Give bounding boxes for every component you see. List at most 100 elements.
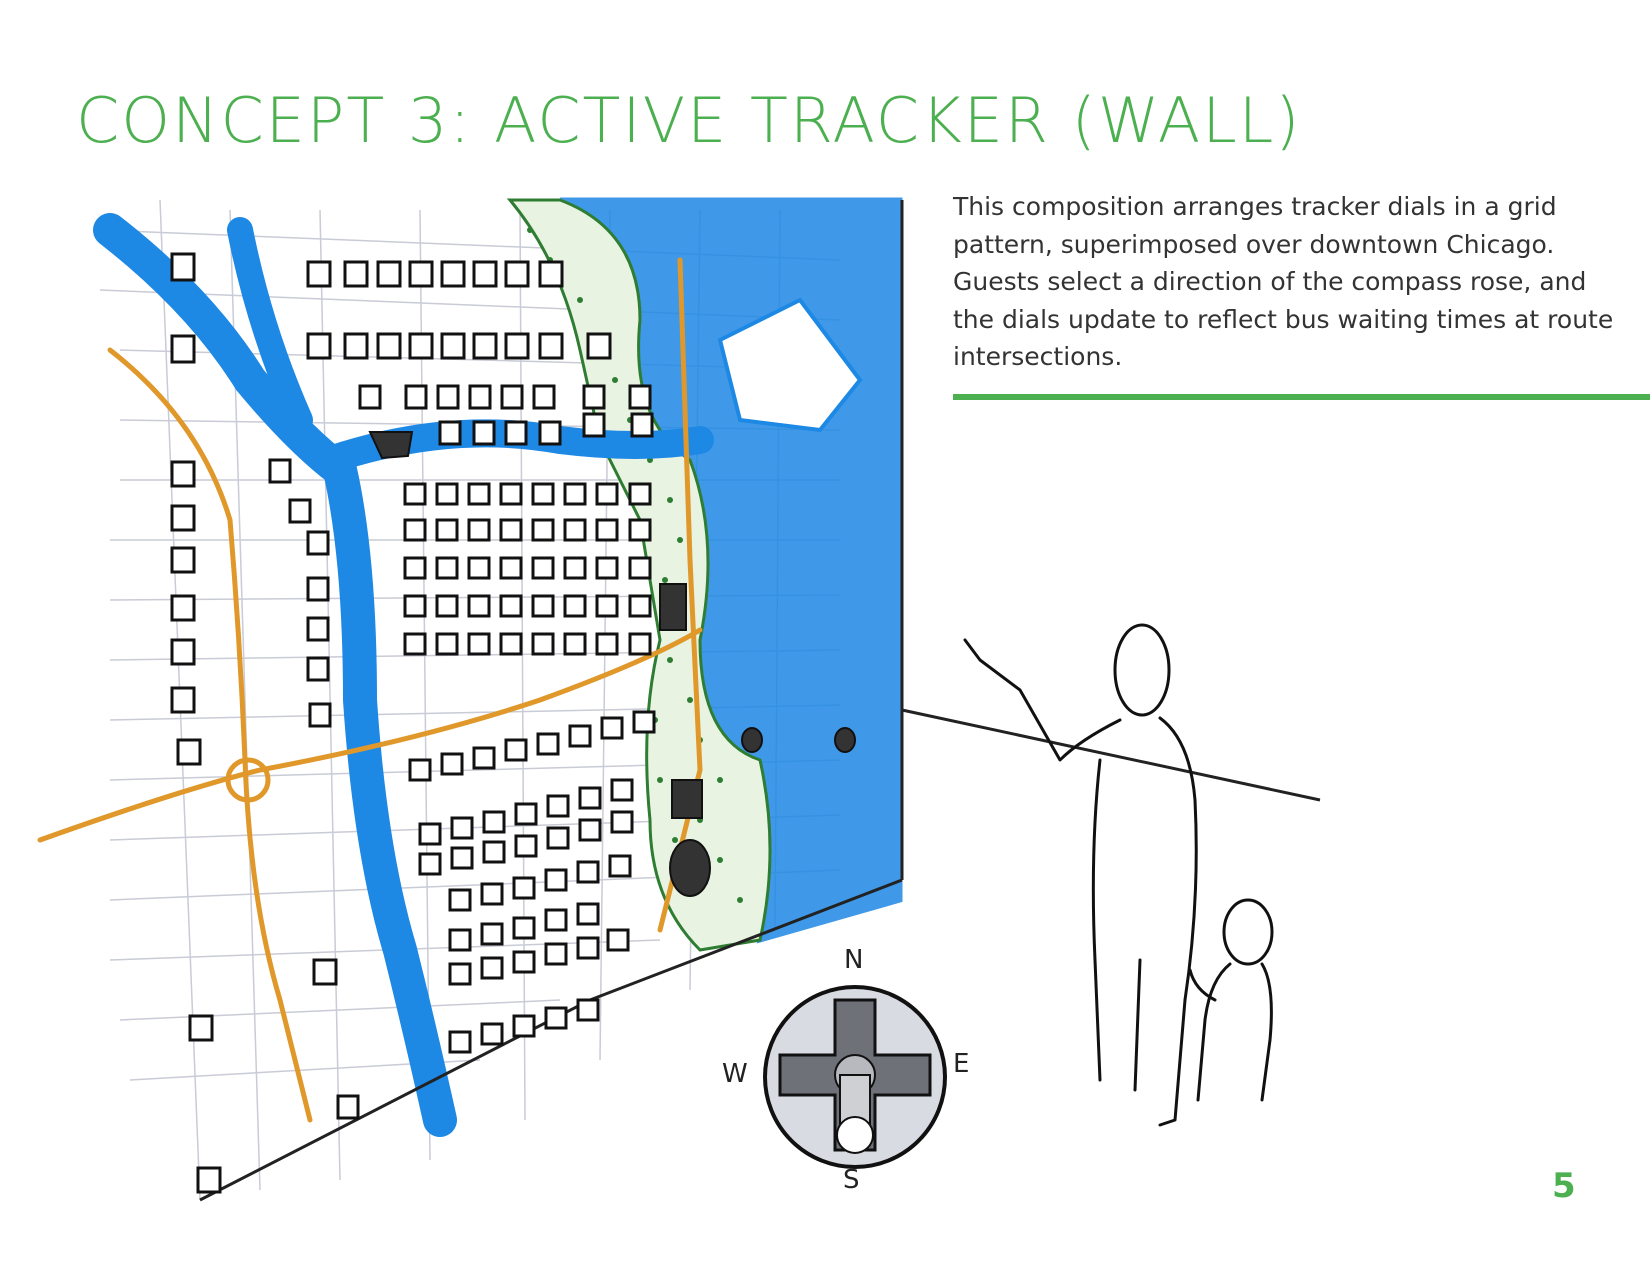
tracker-dial xyxy=(170,504,196,532)
tracker-dial xyxy=(306,656,330,682)
tracker-dial xyxy=(450,816,474,840)
tracker-dial xyxy=(403,482,427,506)
tracker-dial xyxy=(403,594,427,618)
tracker-dial xyxy=(504,420,528,446)
tracker-dial xyxy=(563,594,587,618)
tracker-dial xyxy=(467,482,491,506)
tracker-dial xyxy=(480,956,504,980)
tracker-dial xyxy=(312,958,338,986)
tracker-dial xyxy=(595,556,619,580)
concept-description: This composition arranges tracker dials … xyxy=(953,192,1614,371)
tracker-dial xyxy=(628,556,652,580)
tracker-dial xyxy=(606,928,630,952)
tracker-dial xyxy=(408,332,434,360)
tracker-dial xyxy=(628,384,652,410)
tracker-dial xyxy=(568,724,592,748)
tracker-dial xyxy=(544,908,568,932)
tracker-dial xyxy=(306,576,330,602)
tracker-dial xyxy=(595,482,619,506)
tracker-dial xyxy=(403,632,427,656)
tracker-dial xyxy=(404,384,428,410)
tracker-dial xyxy=(343,260,369,288)
tracker-dial xyxy=(630,412,654,438)
tracker-dial xyxy=(538,420,562,446)
tracker-dial xyxy=(531,594,555,618)
tracker-dial xyxy=(512,876,536,900)
page-title: CONCEPT 3: ACTIVE TRACKER (WALL) xyxy=(76,84,1302,157)
tracker-dial xyxy=(544,868,568,892)
tracker-dial xyxy=(306,616,330,642)
tracker-dial xyxy=(628,594,652,618)
tracker-dial xyxy=(268,458,292,484)
tracker-dial xyxy=(576,998,600,1022)
tracker-dial xyxy=(582,384,606,410)
tracker-dial xyxy=(532,384,556,410)
tracker-dials xyxy=(170,252,656,1194)
compass-south-label: S xyxy=(843,1165,860,1195)
tracker-dial xyxy=(504,332,530,360)
tracker-dial xyxy=(418,822,442,846)
tracker-dial xyxy=(435,518,459,542)
tracker-dial xyxy=(563,482,587,506)
tracker-dial xyxy=(499,482,523,506)
tracker-dial xyxy=(176,738,202,766)
tracker-dial xyxy=(418,852,442,876)
tracker-dial xyxy=(408,260,434,288)
tracker-dial xyxy=(467,518,491,542)
tracker-dial xyxy=(306,530,330,556)
tracker-dial xyxy=(196,1166,222,1194)
tracker-dial xyxy=(435,556,459,580)
tracker-dial xyxy=(170,334,196,364)
tracker-dial xyxy=(448,1030,472,1054)
tracker-dial xyxy=(544,942,568,966)
tracker-dial xyxy=(514,834,538,858)
tracker-dial xyxy=(582,412,606,438)
tracker-dial xyxy=(468,384,492,410)
tracker-dial xyxy=(610,810,634,834)
tracker-dial xyxy=(499,556,523,580)
lakefront-park xyxy=(506,198,772,952)
tracker-dial xyxy=(438,420,462,446)
tracker-dial xyxy=(563,556,587,580)
tracker-dial xyxy=(408,758,432,782)
tracker-dial xyxy=(512,950,536,974)
page-number: 5 xyxy=(1552,1166,1576,1206)
tracker-dial xyxy=(610,778,634,802)
tracker-dial xyxy=(170,594,196,622)
tracker-dial xyxy=(578,786,602,810)
tracker-dial xyxy=(563,632,587,656)
tracker-dial xyxy=(600,716,624,740)
tracker-dial xyxy=(544,1006,568,1030)
compass-rose-icon xyxy=(763,985,947,1169)
tracker-dial xyxy=(482,810,506,834)
tracker-dial xyxy=(628,632,652,656)
tracker-dial xyxy=(376,260,402,288)
tracker-dial xyxy=(448,962,472,986)
tracker-dial xyxy=(480,922,504,946)
tracker-dial xyxy=(595,632,619,656)
tracker-dial xyxy=(170,460,196,488)
tracker-dial xyxy=(472,260,498,288)
tracker-dial xyxy=(435,594,459,618)
tracker-dial xyxy=(472,746,496,770)
tracker-dial xyxy=(531,556,555,580)
tracker-dial xyxy=(538,260,564,288)
tracker-dial xyxy=(628,482,652,506)
tracker-dial xyxy=(170,638,196,666)
tracker-dial xyxy=(504,260,530,288)
tracker-dial xyxy=(435,632,459,656)
tracker-dial xyxy=(435,482,459,506)
tracker-dial xyxy=(531,632,555,656)
tracker-dial xyxy=(467,556,491,580)
tracker-dial xyxy=(514,802,538,826)
tracker-dial xyxy=(308,702,332,728)
tracker-dial xyxy=(531,518,555,542)
tracker-dial xyxy=(358,384,382,410)
tracker-dial xyxy=(576,902,600,926)
tracker-dial xyxy=(336,1094,360,1120)
tracker-dial xyxy=(480,1022,504,1046)
tracker-dial xyxy=(536,732,560,756)
tracker-dial xyxy=(450,846,474,870)
tracker-dial xyxy=(170,686,196,714)
